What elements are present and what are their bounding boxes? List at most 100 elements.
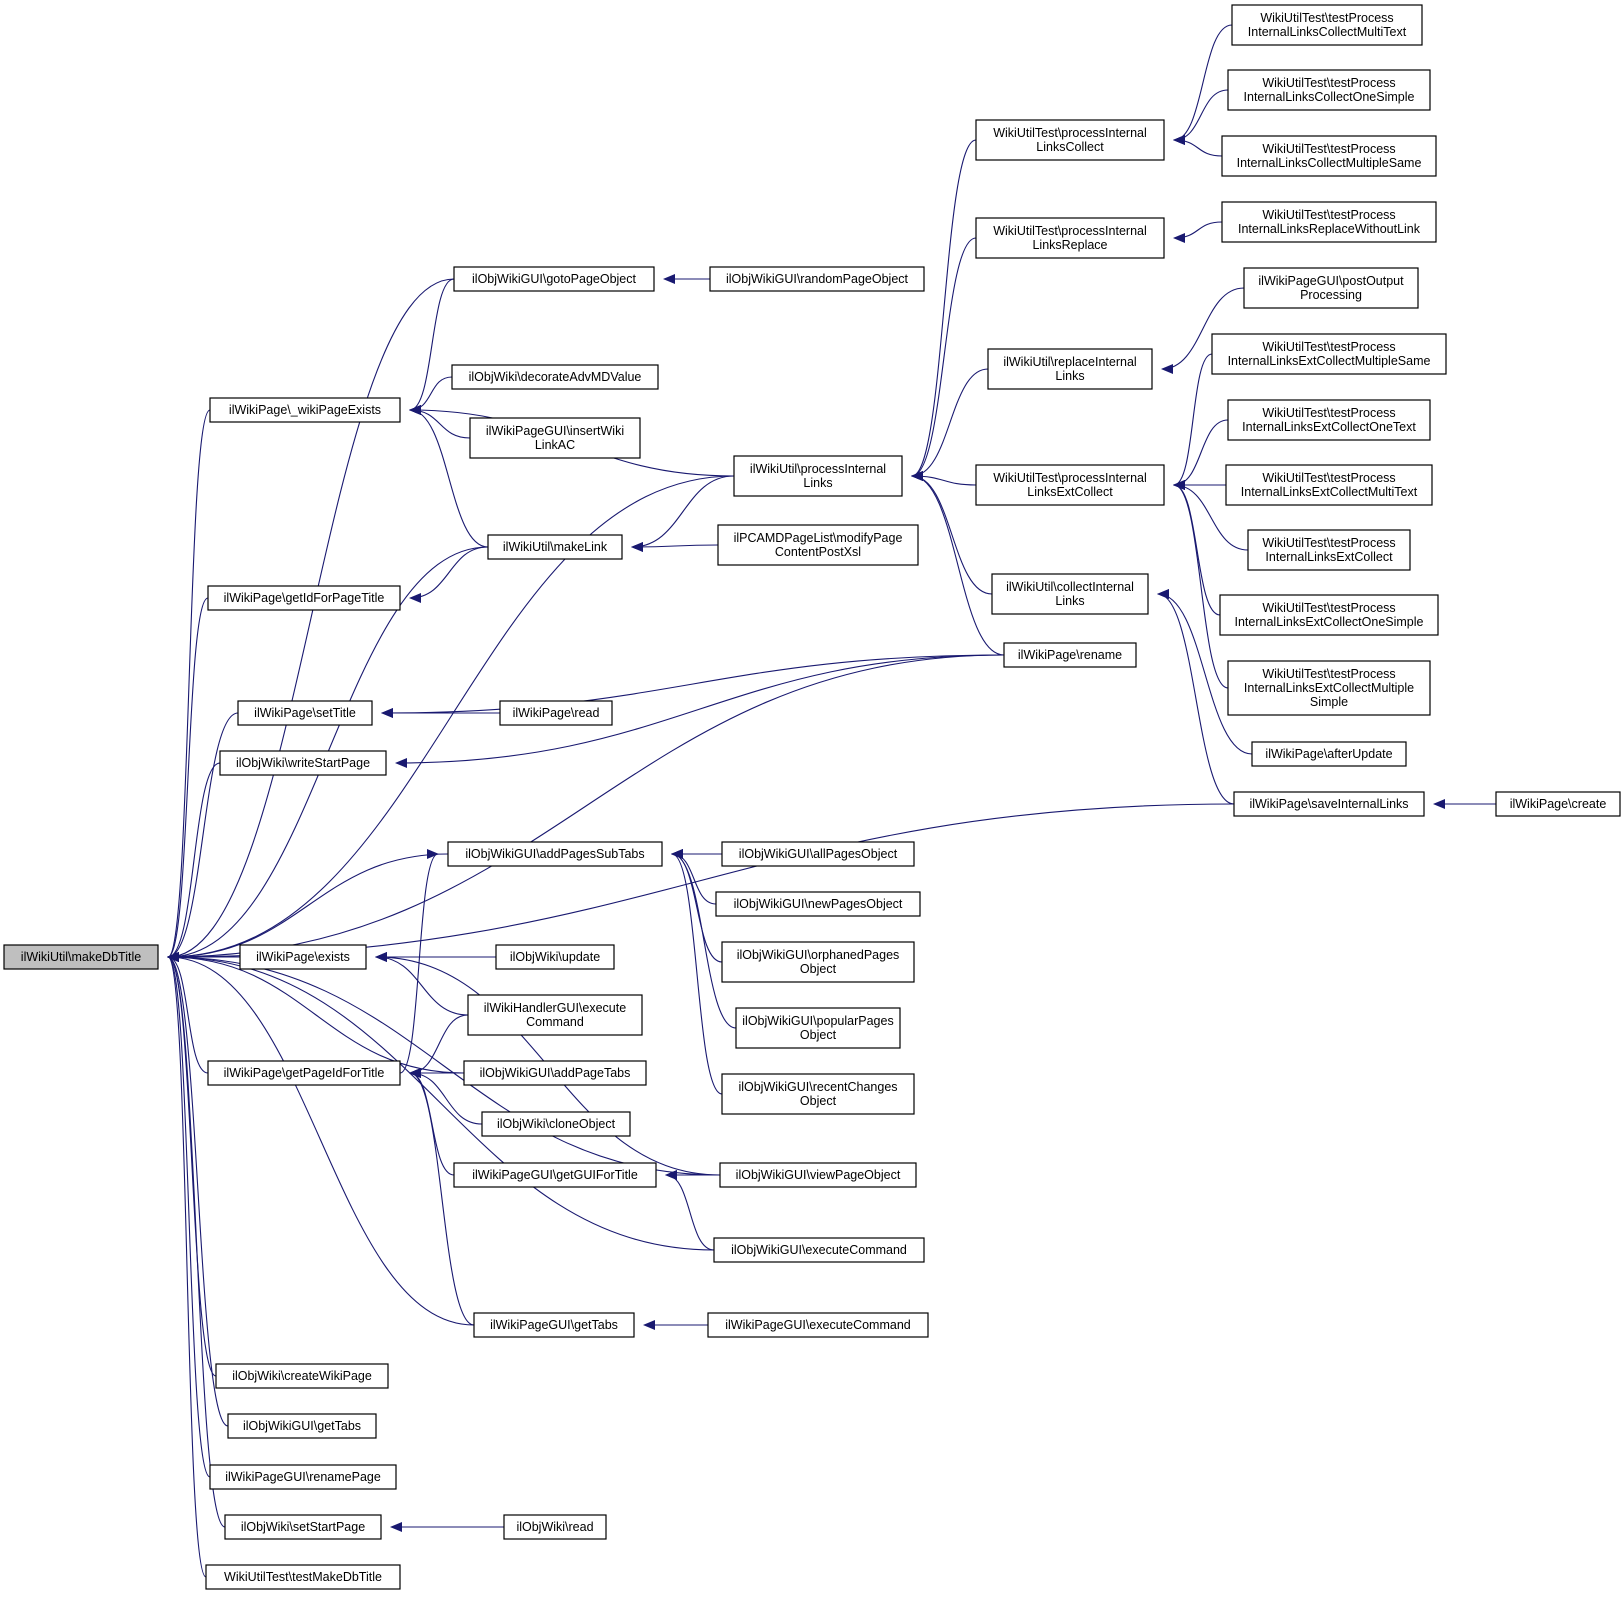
node-create[interactable]: ilWikiPage\create: [1495, 791, 1621, 817]
node-update[interactable]: ilObjWiki\update: [495, 944, 615, 970]
node-box: [447, 841, 663, 867]
node-setStart[interactable]: ilObjWiki\setStartPage: [224, 1514, 382, 1540]
node-makeLink[interactable]: ilWikiUtil\makeLink: [487, 534, 623, 560]
edge-createWiki-to-root: [167, 952, 217, 1377]
node-t2[interactable]: WikiUtilTest\testProcessInternalLinksCol…: [1227, 69, 1431, 111]
node-label: InternalLinksCollectOneSimple: [1244, 90, 1415, 104]
node-label: InternalLinksCollectMultipleSame: [1237, 156, 1422, 170]
node-t8[interactable]: WikiUtilTest\testProcessInternalLinksExt…: [1247, 529, 1411, 571]
node-objRead[interactable]: ilObjWiki\read: [503, 1514, 607, 1540]
node-box: [495, 944, 615, 970]
node-t3[interactable]: WikiUtilTest\testProcessInternalLinksCol…: [1221, 135, 1437, 177]
node-createWiki[interactable]: ilObjWiki\createWikiPage: [215, 1363, 389, 1389]
node-pageRead[interactable]: ilWikiPage\read: [499, 700, 613, 726]
node-box: [1225, 464, 1433, 506]
node-wikiExists[interactable]: ilWikiPage\_wikiPageExists: [209, 397, 401, 423]
edge-setTitle-to-root: [167, 712, 239, 962]
node-t6[interactable]: WikiUtilTest\testProcessInternalLinksExt…: [1227, 399, 1431, 441]
node-addPagesSub[interactable]: ilObjWikiGUI\addPagesSubTabs: [447, 841, 663, 867]
node-renamePage[interactable]: ilWikiPageGUI\renamePage: [209, 1464, 397, 1490]
node-t1[interactable]: WikiUtilTest\testProcessInternalLinksCol…: [1231, 4, 1423, 46]
node-box: [207, 585, 401, 611]
node-goto[interactable]: ilObjWikiGUI\gotoPageObject: [453, 266, 655, 292]
edge-objExec-to-root: [167, 952, 715, 1251]
node-box: [453, 266, 655, 292]
node-box: [1227, 660, 1431, 716]
node-label: ilWikiUtil\replaceInternal: [1003, 355, 1136, 369]
node-label: ilObjWikiGUI\getTabs: [243, 1419, 361, 1433]
node-testMake[interactable]: WikiUtilTest\testMakeDbTitle: [205, 1564, 401, 1590]
node-objGetTabs[interactable]: ilObjWikiGUI\getTabs: [227, 1413, 377, 1439]
node-objExec[interactable]: ilObjWikiGUI\executeCommand: [713, 1237, 925, 1263]
node-label: Object: [800, 1094, 837, 1108]
node-getIdForPage[interactable]: ilWikiPage\getIdForPageTitle: [207, 585, 401, 611]
node-t5[interactable]: WikiUtilTest\testProcessInternalLinksExt…: [1211, 333, 1447, 375]
edge-rename-to-setTitle: [381, 654, 1005, 718]
node-label: ilWikiUtil\collectInternal: [1006, 580, 1134, 594]
node-box: [1227, 399, 1431, 441]
node-setTitle[interactable]: ilWikiPage\setTitle: [237, 700, 373, 726]
node-box: [991, 573, 1149, 615]
node-saveIntLinks[interactable]: ilWikiPage\saveInternalLinks: [1233, 791, 1425, 817]
node-allPages[interactable]: ilObjWikiGUI\allPagesObject: [721, 841, 915, 867]
edge-handlerExec-to-exists: [375, 952, 469, 1016]
node-t7[interactable]: WikiUtilTest\testProcessInternalLinksExt…: [1225, 464, 1433, 506]
node-writeStart[interactable]: ilObjWiki\writeStartPage: [219, 750, 387, 776]
node-box: [481, 1111, 631, 1137]
node-cloneObj[interactable]: ilObjWiki\cloneObject: [481, 1111, 631, 1137]
node-root[interactable]: ilWikiUtil\makeDbTitle: [3, 944, 159, 970]
edge-t2-to-testPILC: [1173, 89, 1229, 145]
node-box: [1221, 135, 1437, 177]
node-t4[interactable]: WikiUtilTest\testProcessInternalLinksRep…: [1221, 201, 1437, 243]
node-newPages[interactable]: ilObjWikiGUI\newPagesObject: [715, 891, 921, 917]
node-exists[interactable]: ilWikiPage\exists: [239, 944, 367, 970]
node-pgExec[interactable]: ilWikiPageGUI\executeCommand: [707, 1312, 929, 1338]
node-label: InternalLinksExtCollectOneSimple: [1235, 615, 1424, 629]
node-label: ilWikiPageGUI\executeCommand: [725, 1318, 911, 1332]
node-t10[interactable]: WikiUtilTest\testProcessInternalLinksExt…: [1227, 660, 1431, 716]
node-viewPage[interactable]: ilObjWikiGUI\viewPageObject: [719, 1162, 917, 1188]
node-randomPage[interactable]: ilObjWikiGUI\randomPageObject: [709, 266, 925, 292]
node-pgGetTabs[interactable]: ilWikiPageGUI\getTabs: [473, 1312, 635, 1338]
node-decorate[interactable]: ilObjWiki\decorateAdvMDValue: [451, 364, 659, 390]
edge-modifyPage-to-makeLink: [631, 541, 719, 552]
node-label: ilObjWiki\setStartPage: [241, 1520, 365, 1534]
node-rename[interactable]: ilWikiPage\rename: [1003, 642, 1137, 668]
edge-replaceInt-to-procInt: [911, 368, 989, 481]
node-label: ilObjWiki\createWikiPage: [232, 1369, 372, 1383]
node-label: WikiUtilTest\testProcess: [1262, 340, 1395, 354]
node-box: [1227, 69, 1431, 111]
node-box: [224, 1514, 382, 1540]
node-label: WikiUtilTest\testProcess: [1262, 536, 1395, 550]
node-testPILEC[interactable]: WikiUtilTest\processInternalLinksExtColl…: [975, 464, 1165, 506]
node-box: [239, 944, 367, 970]
node-label: Processing: [1300, 288, 1362, 302]
node-label: ilObjWikiGUI\randomPageObject: [726, 272, 909, 286]
edge-renamePage-to-root: [167, 952, 211, 1478]
node-handlerExec[interactable]: ilWikiHandlerGUI\executeCommand: [467, 994, 643, 1036]
node-getPageId[interactable]: ilWikiPage\getPageIdForTitle: [207, 1060, 401, 1086]
node-addPageTabs[interactable]: ilObjWikiGUI\addPageTabs: [463, 1060, 647, 1086]
node-box: [463, 1060, 647, 1086]
edge-makeLink-to-wikiExists: [409, 405, 489, 548]
node-box: [721, 941, 915, 983]
node-getGUIFor[interactable]: ilWikiPageGUI\getGUIForTitle: [453, 1162, 657, 1188]
edge-orphaned-to-addPagesSub: [671, 849, 723, 963]
edge-t9-to-testPILEC: [1173, 480, 1221, 616]
node-box: [1211, 333, 1447, 375]
nodes-layer: ilWikiUtil\makeDbTitle ilObjWikiGUI\gotoP…: [3, 4, 1621, 1590]
node-label: ilObjWiki\writeStartPage: [236, 756, 370, 770]
node-afterUpdate[interactable]: ilWikiPage\afterUpdate: [1251, 741, 1407, 767]
node-t9[interactable]: WikiUtilTest\testProcessInternalLinksExt…: [1219, 594, 1439, 636]
